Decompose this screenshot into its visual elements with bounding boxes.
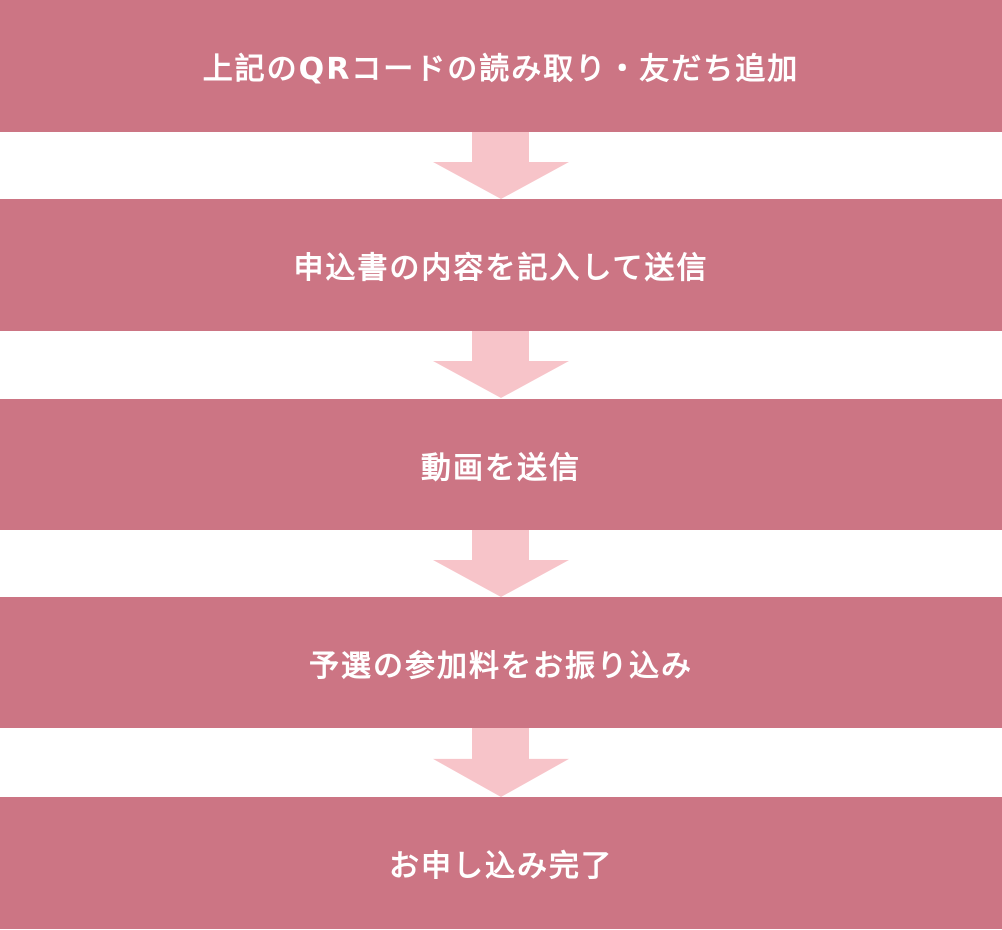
step-1-label: 上記のQRコードの読み取り・友だち追加 bbox=[202, 52, 800, 87]
step-2-box: 申込書の内容を記入して送信 bbox=[0, 199, 1002, 331]
step-5-box: お申し込み完了 bbox=[0, 797, 1002, 929]
down-arrow-icon bbox=[433, 728, 569, 797]
step-4-label: 予選の参加料をお振り込み bbox=[309, 648, 693, 684]
step-5-label: お申し込み完了 bbox=[389, 849, 613, 884]
step-1-box: 上記のQRコードの読み取り・友だち追加 bbox=[0, 0, 1002, 132]
down-arrow-icon bbox=[433, 331, 569, 398]
down-arrow-icon bbox=[433, 132, 569, 199]
step-2-label: 申込書の内容を記入して送信 bbox=[293, 251, 709, 286]
down-arrow-icon bbox=[433, 530, 569, 597]
step-4-box: 予選の参加料をお振り込み bbox=[0, 597, 1002, 728]
step-3-label: 動画を送信 bbox=[421, 450, 581, 486]
step-3-box: 動画を送信 bbox=[0, 399, 1002, 530]
